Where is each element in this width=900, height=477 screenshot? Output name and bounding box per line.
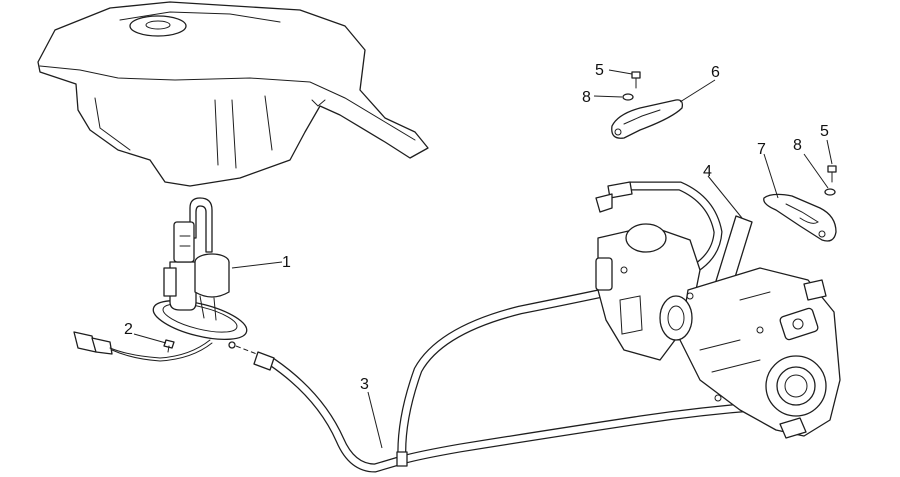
bolt-5a-illustration	[631, 71, 641, 89]
washer-8a-illustration	[622, 93, 634, 101]
callout-8b: 8	[793, 137, 802, 154]
bolt-5b-illustration	[827, 165, 837, 183]
callout-5a: 5	[595, 62, 604, 79]
callout-8a: 8	[582, 89, 591, 106]
callout-6: 6	[711, 64, 720, 81]
washer-8b-illustration	[824, 188, 836, 196]
bracket-6-illustration	[611, 99, 684, 139]
callout-7: 7	[757, 141, 766, 158]
screw-illustration	[163, 339, 175, 353]
assembly-axis-line	[235, 345, 263, 357]
callout-5b: 5	[820, 123, 829, 140]
bracket-7-illustration	[763, 193, 837, 242]
callout-labels: 1 2 3 4 5 5 6 7 8 8	[124, 62, 829, 393]
leader-lines	[133, 69, 833, 449]
callout-2: 2	[124, 321, 133, 338]
callout-3: 3	[360, 376, 369, 393]
callout-4: 4	[703, 163, 712, 180]
pump-connector-cable	[73, 331, 213, 362]
fuel-hose-illustration	[253, 181, 805, 473]
fuel-pump-illustration	[152, 197, 248, 349]
callout-1: 1	[282, 254, 291, 271]
throttle-body-illustration	[595, 223, 841, 439]
fuel-tank-illustration	[37, 1, 429, 187]
